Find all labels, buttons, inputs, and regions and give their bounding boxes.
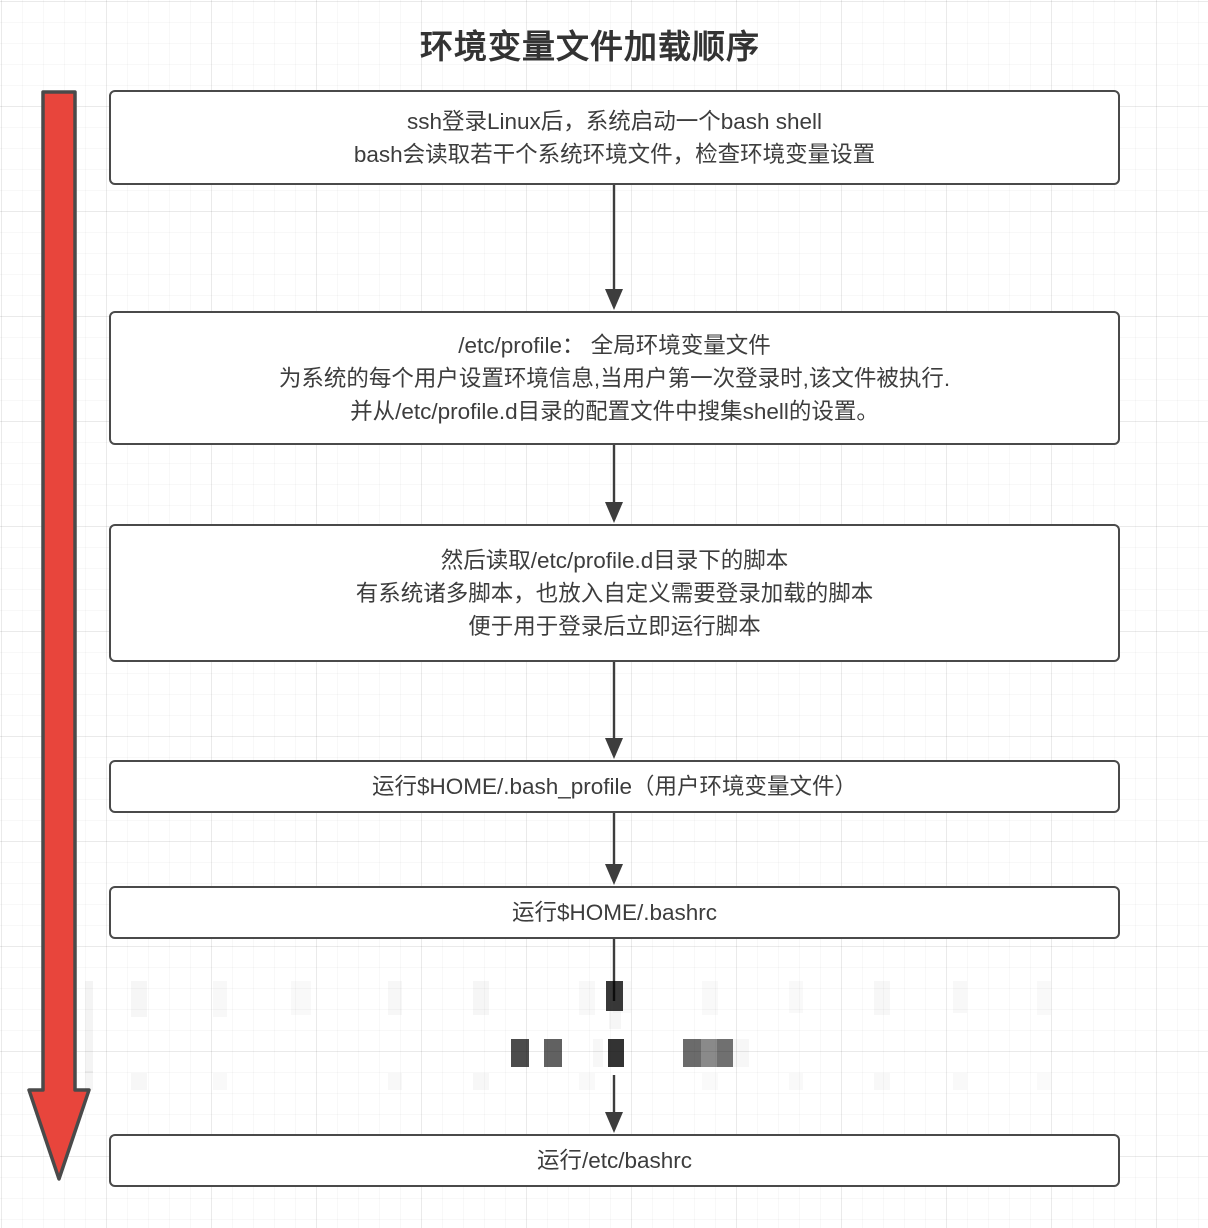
box3-line-1: 然后读取/etc/profile.d目录下的脚本: [440, 547, 789, 573]
connector-arrow-1: [600, 185, 628, 311]
flow-node-box5[interactable]: 运行$HOME/.bashrc: [109, 886, 1120, 939]
box2-line-1: /etc/profile： 全局环境变量文件: [458, 332, 771, 358]
page-title: 环境变量文件加载顺序: [420, 28, 760, 65]
connector-arrow-6: [600, 1075, 628, 1134]
flow-node-box1[interactable]: ssh登录Linux后，系统启动一个bash shell bash会读取若干个系…: [109, 90, 1120, 185]
box3-line-3: 便于用于登录后立即运行脚本: [468, 613, 761, 639]
connector-arrow-2: [600, 445, 628, 524]
connector-arrow-4: [600, 813, 628, 886]
box3-line-2: 有系统诸多脚本，也放入自定义需要登录加载的脚本: [355, 580, 874, 606]
flow-node-box6[interactable]: 运行/etc/bashrc: [109, 1134, 1120, 1187]
flow-node-box3[interactable]: 然后读取/etc/profile.d目录下的脚本 有系统诸多脚本，也放入自定义需…: [109, 524, 1120, 662]
box6-line-1: 运行/etc/bashrc: [536, 1148, 693, 1173]
connector-arrow-3: [600, 662, 628, 760]
box4-line-1: 运行$HOME/.bash_profile（用户环境变量文件）: [371, 774, 858, 799]
connector-arrow-5: [600, 939, 628, 1001]
flow-node-box2[interactable]: /etc/profile： 全局环境变量文件 为系统的每个用户设置环境信息,当用…: [109, 311, 1120, 445]
box2-line-3: 并从/etc/profile.d目录的配置文件中搜集shell的设置。: [350, 398, 879, 424]
box2-line-2: 为系统的每个用户设置环境信息,当用户第一次登录时,该文件被执行.: [278, 365, 951, 391]
box1-line-2: bash会读取若干个系统环境文件，检查环境变量设置: [353, 141, 876, 167]
box1-line-1: ssh登录Linux后，系统启动一个bash shell: [406, 108, 823, 134]
progress-arrow-icon: [27, 90, 91, 1183]
box5-line-1: 运行$HOME/.bashrc: [511, 900, 718, 925]
flow-node-box4[interactable]: 运行$HOME/.bash_profile（用户环境变量文件）: [109, 760, 1120, 813]
